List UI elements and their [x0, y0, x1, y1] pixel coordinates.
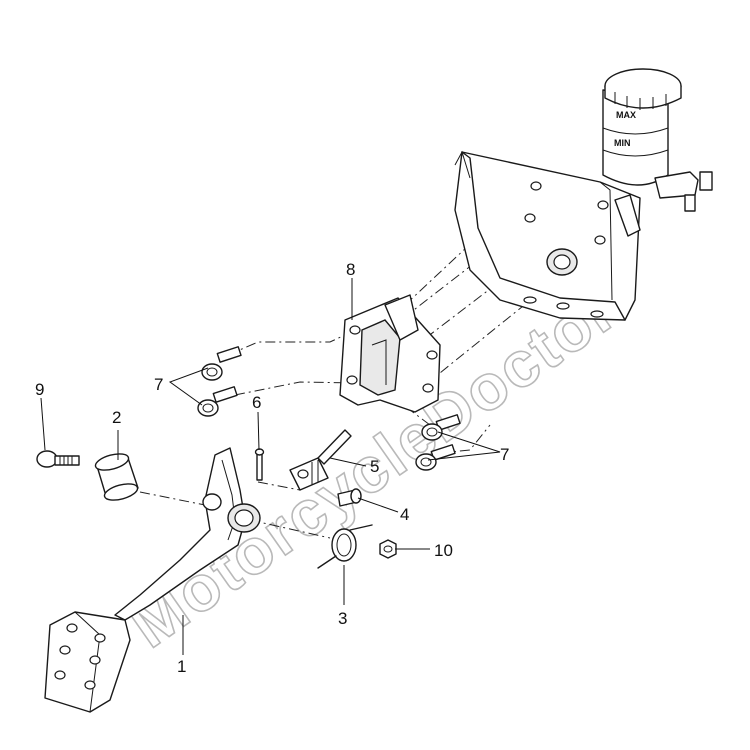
clevis-pin: [337, 488, 362, 507]
bushing-sleeve: [94, 453, 139, 501]
callout-1: 1: [177, 657, 186, 676]
return-spring: [317, 524, 373, 569]
callout-2: 2: [112, 408, 121, 427]
reservoir-min-label: MIN: [614, 138, 631, 148]
callout-4: 4: [400, 505, 409, 524]
callouts: 1 2 3 4 5 6 7 7 8 9 10: [35, 260, 509, 676]
lock-nut: [379, 539, 397, 559]
callout-7-right: 7: [500, 445, 509, 464]
callout-5: 5: [370, 457, 379, 476]
brake-master-cylinder-bracket: MAX MIN: [454, 68, 713, 321]
callout-7-left: 7: [154, 375, 163, 394]
pivot-bolt: [36, 450, 80, 468]
bolt-lower-2: [415, 444, 456, 471]
leader-lines: [40, 278, 501, 655]
cotter-pin: [254, 448, 265, 481]
bolt-upper-2: [197, 386, 238, 417]
bolt-lower-1: [421, 414, 461, 441]
callout-10: 10: [434, 541, 453, 560]
callout-6: 6: [252, 393, 261, 412]
callout-3: 3: [338, 609, 347, 628]
bolt-upper-1: [201, 346, 242, 381]
mounting-plate: [339, 294, 441, 413]
reservoir-max-label: MAX: [616, 110, 636, 120]
callout-9: 9: [35, 380, 44, 399]
callout-8: 8: [346, 260, 355, 279]
brake-pedal-arm: [44, 447, 261, 713]
clevis-pushrod: [289, 429, 352, 491]
